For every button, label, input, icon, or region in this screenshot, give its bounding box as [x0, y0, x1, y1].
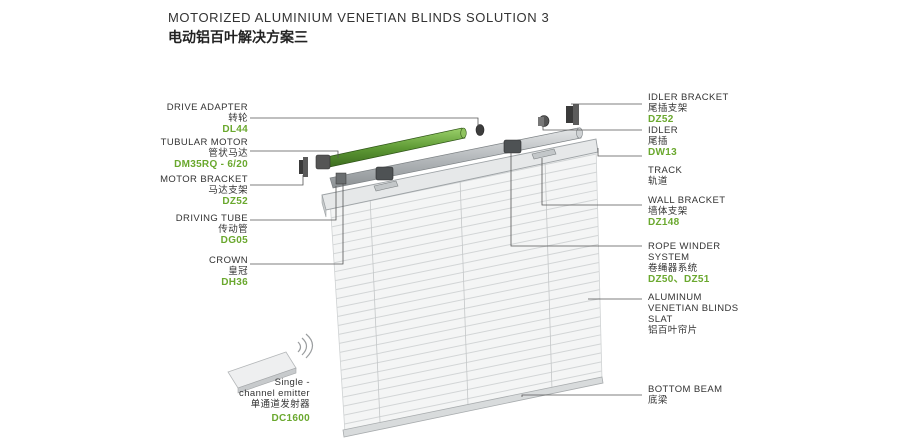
- label-tubular-motor: TUBULAR MOTOR 管状马达 DM35RQ - 6/20: [160, 137, 248, 170]
- motor-bracket: [299, 157, 308, 177]
- slat-line: [332, 189, 598, 246]
- slat-line: [342, 343, 602, 398]
- slat-line: [343, 361, 602, 416]
- slat-line: [331, 162, 597, 219]
- slat-line: [338, 280, 600, 335]
- rope-winders: [375, 139, 522, 181]
- slat-line: [335, 225, 599, 282]
- drive-adapter: [475, 124, 485, 136]
- leader-lines: [250, 103, 642, 397]
- idler: [538, 115, 550, 127]
- slat-lines: [330, 153, 602, 425]
- slat-line: [339, 298, 601, 353]
- crown: [335, 172, 347, 185]
- slat-line: [334, 216, 598, 273]
- label-idler-bracket: IDLER BRACKET 尾插支架 DZ52: [648, 92, 729, 125]
- label-emitter: Single - channel emitter 单通道发射器 DC1600: [239, 377, 310, 424]
- slat-line: [336, 252, 599, 309]
- emitter-device: [227, 333, 314, 394]
- label-driving-tube: DRIVING TUBE 传动管 DG05: [175, 213, 248, 246]
- label-crown: CROWN 皇冠 DH36: [209, 255, 248, 288]
- label-rope-winder: ROPE WINDER SYSTEM 卷绳器系统 DZ50、DZ51: [648, 241, 721, 285]
- label-motor-bracket: MOTOR BRACKET 马达支架 DZ52: [160, 174, 248, 207]
- title-english: MOTORIZED ALUMINIUM VENETIAN BLINDS SOLU…: [168, 10, 550, 25]
- label-track: TRACK 轨道: [648, 165, 683, 187]
- label-slat: ALUMINUM VENETIAN BLINDS SLAT 铝百叶帘片: [648, 292, 739, 336]
- label-idler: IDLER 尾插 DW13: [648, 125, 678, 158]
- slat-line: [341, 325, 601, 380]
- bottom-beam: [342, 376, 604, 438]
- slat-line: [343, 352, 602, 407]
- slat-line: [337, 262, 600, 317]
- tubular-motor: [315, 127, 467, 170]
- slat-line: [333, 198, 598, 255]
- slat-line: [339, 289, 600, 344]
- slat-line: [342, 334, 601, 389]
- title-chinese: 电动铝百叶解决方案三: [168, 29, 308, 45]
- slat-line: [340, 316, 601, 371]
- slat-line: [331, 171, 597, 228]
- slat-line: [336, 243, 599, 300]
- slat-line: [333, 207, 598, 264]
- idler-bracket: [566, 104, 579, 125]
- slat-line: [337, 271, 600, 326]
- slat-line: [332, 180, 598, 237]
- label-bottom-beam: BOTTOM BEAM 底梁: [648, 384, 723, 406]
- label-wall-bracket: WALL BRACKET 墙体支架 DZ148: [648, 195, 726, 228]
- wall-brackets: [373, 148, 557, 192]
- label-drive-adapter: DRIVE ADAPTER 转轮 DL44: [166, 102, 248, 135]
- slat-line: [340, 307, 601, 362]
- slat-line: [335, 234, 599, 291]
- slat-line: [344, 370, 602, 425]
- ladder-cords: [369, 159, 553, 423]
